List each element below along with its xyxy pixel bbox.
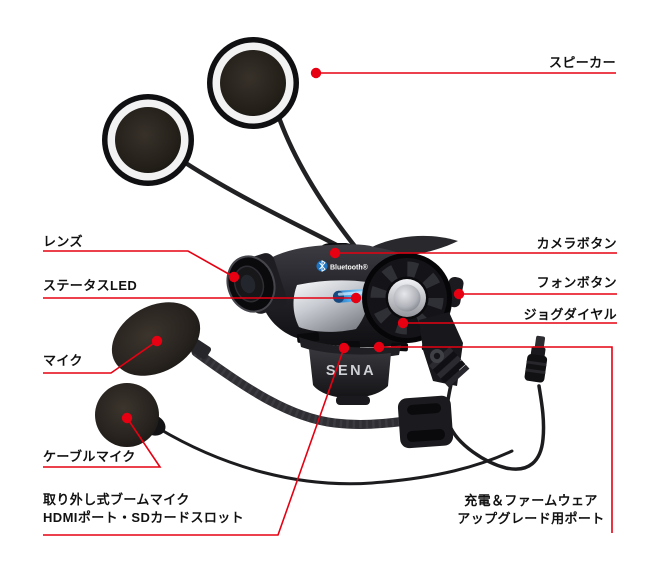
callout-line-boom-mic [43, 347, 345, 536]
bluetooth-logo: Bluetooth® [316, 260, 369, 272]
label-boom-mic: 取り外し式ブームマイク HDMIポート・SDカードスロット [43, 491, 244, 526]
speaker-left [102, 94, 194, 186]
usb-connector [524, 335, 548, 383]
callout-dot-cable-mic [121, 412, 133, 424]
label-charge-port: 充電＆ファームウェア アップグレード用ポート [448, 492, 614, 527]
label-speaker: スピーカー [548, 55, 616, 70]
usb-cable-loop [445, 378, 546, 471]
device: Bluetooth® SENA [226, 235, 470, 405]
speaker-right-cable [274, 109, 360, 252]
callout-dot-camera-button [329, 247, 341, 259]
label-status-led: ステータスLED [43, 278, 138, 293]
callout-line-mic [43, 340, 158, 374]
label-cable-mic: ケーブルマイク [43, 449, 136, 464]
callout-line-charge-port [379, 346, 613, 533]
label-charge-port-line2: アップグレード用ポート [457, 510, 605, 526]
callout-dot-boom-mic [338, 342, 350, 354]
rear-bracket [419, 312, 470, 388]
label-phone-button: フォンボタン [536, 275, 617, 290]
callout-dot-jog-dial [397, 317, 409, 329]
chrome-panel [293, 280, 371, 332]
mount-plate: SENA [299, 337, 401, 405]
bluetooth-text: Bluetooth® [330, 264, 369, 272]
callout-dot-lens [228, 271, 240, 283]
callout-line-cable-mic [43, 417, 162, 468]
label-charge-port-line1: 充電＆ファームウェア [464, 493, 598, 508]
callout-dots [121, 67, 465, 424]
usb-cable [445, 335, 548, 471]
label-jog-dial: ジョグダイヤル [523, 307, 617, 322]
label-lens: レンズ [43, 234, 83, 249]
bluetooth-rune [319, 260, 326, 272]
speaker-right [207, 37, 299, 129]
callout-line-lens [43, 250, 235, 278]
helmet-clamp [397, 395, 454, 449]
label-camera-button: カメラボタン [536, 236, 617, 251]
callout-dot-phone-button [453, 288, 465, 300]
callout-dot-charge-port [373, 341, 385, 353]
cable-mic-wire [156, 426, 514, 486]
boom-mic-gooseneck [191, 347, 411, 429]
label-boom-mic-line1: 取り外し式ブームマイク [43, 492, 190, 507]
callout-dot-speaker [310, 67, 322, 79]
callout-lines [43, 72, 617, 536]
speaker-left-cable [175, 155, 349, 253]
label-boom-mic-line2: HDMIポート・SDカードスロット [43, 509, 245, 525]
boom-mic-gooseneck-ribs [193, 348, 407, 429]
callout-dot-status-led [350, 292, 362, 304]
callout-dot-mic [151, 335, 163, 347]
speaker-cables [175, 109, 360, 253]
label-mic: マイク [43, 353, 83, 368]
